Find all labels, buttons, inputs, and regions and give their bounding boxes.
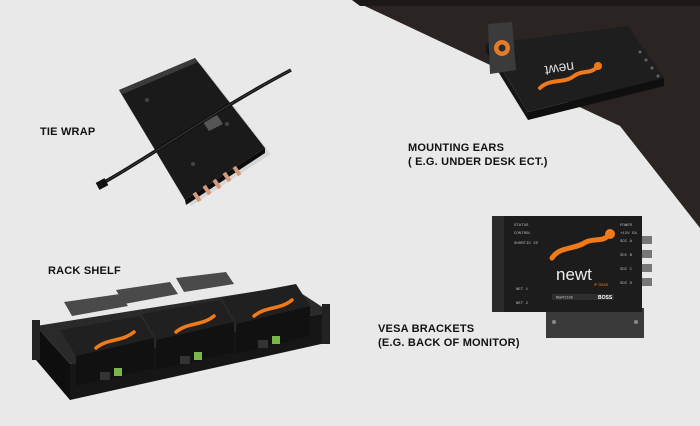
mounting-ears-device-image: newt [486,22,664,120]
rack-device-2 [116,282,234,370]
vesa-bracket-device-image: STATUS CONTROL SHORTIO 2S NET 1 NET 2 PO… [492,216,652,338]
mounting-ears-label: MOUNTING EARS ( E.G. UNDER DESK ECT.) [408,142,548,168]
rack-device-3 [176,272,310,354]
port-label-sdi-d: SDI D [620,282,633,286]
vesa-device-maker: BOSS [598,295,613,301]
vesa-device-brand-text: newt [556,265,592,284]
net-label-1: NET 1 [516,288,529,292]
vesa-brackets-label: VESA BRACKETS (E.G. BACK OF MONITOR) [378,323,520,349]
port-label-status: STATUS [514,224,529,228]
under-desk-brand-text: newt [544,59,576,79]
port-label-sdi-a: SDI A [620,240,633,244]
tie-wrap-device-image [95,58,292,206]
rack-device-1 [60,294,154,386]
port-label-sdi-c: SDI C [620,268,633,272]
rack-shelf-image [32,272,330,400]
vesa-device-brand-sub: IP GEAR [594,283,609,287]
rack-shelf-label: RACK SHELF [48,265,121,277]
port-label-shortio: SHORTIO 2S [514,242,539,246]
port-label-power: POWER [620,224,633,228]
tie-wrap-label: TIE WRAP [40,126,96,138]
port-label-sdi-b: SDI B [620,254,633,258]
port-label-control: CONTROL [514,232,531,236]
port-label-voltage: +12V 5A [620,232,637,236]
net-label-2: NET 2 [516,302,529,306]
vesa-device-model: NEWT2100 [556,297,573,301]
